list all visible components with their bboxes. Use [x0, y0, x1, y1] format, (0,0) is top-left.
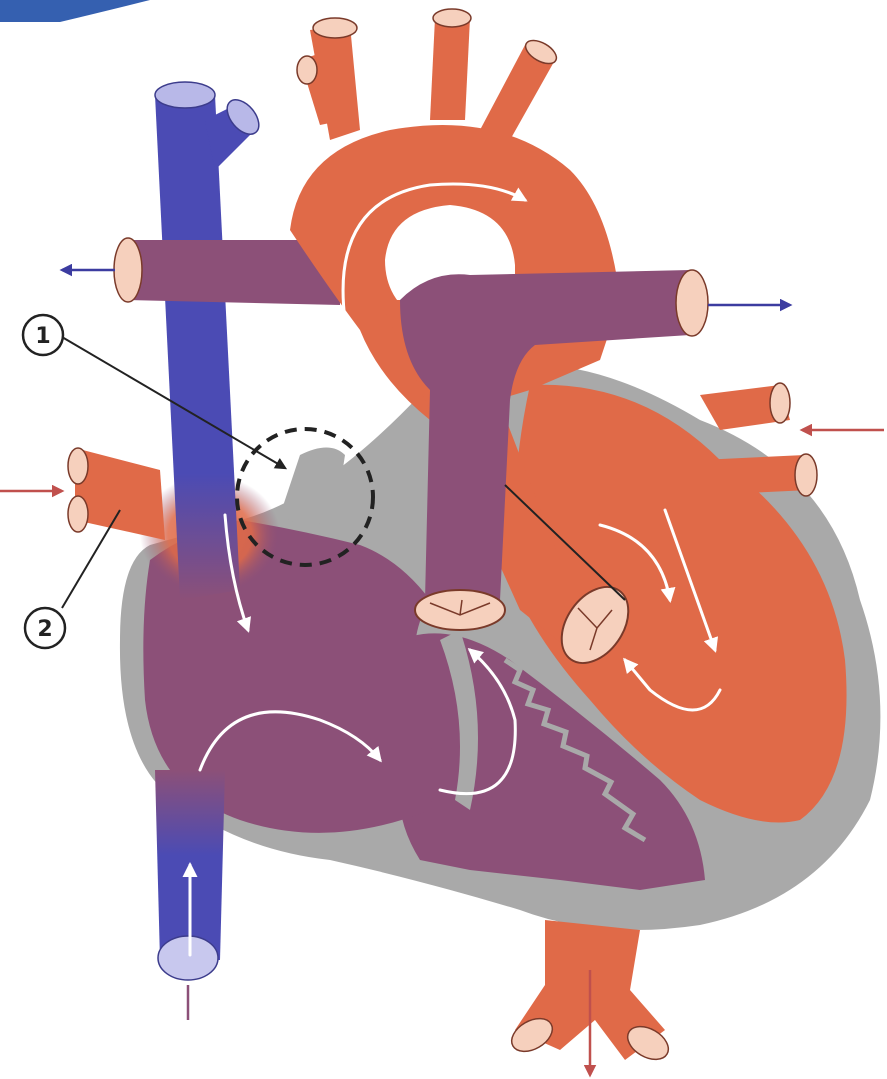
ivc-opening [158, 936, 218, 980]
lower-right-pulmonary-vein-opening [68, 496, 88, 532]
upper-left-pulmonary-vein-opening [770, 383, 790, 423]
callout-1-label: 1 [35, 324, 50, 349]
callout-2-label: 2 [37, 617, 52, 642]
left-common-carotid [430, 18, 470, 120]
left-pulmonary-artery-opening [676, 270, 708, 336]
brachiocephalic-branch-opening [297, 56, 317, 84]
rpa-opening [114, 238, 142, 302]
brachiocephalic-opening [313, 18, 357, 38]
atrial-septum [280, 448, 345, 525]
svc-opening [155, 82, 215, 108]
lower-left-pulmonary-vein-opening [795, 454, 817, 496]
upper-right-pulmonary-vein-opening [68, 448, 88, 484]
corner-decoration [0, 0, 150, 22]
left-lower-pulmonary-vein [700, 455, 810, 495]
left-common-carotid-opening [433, 9, 471, 27]
